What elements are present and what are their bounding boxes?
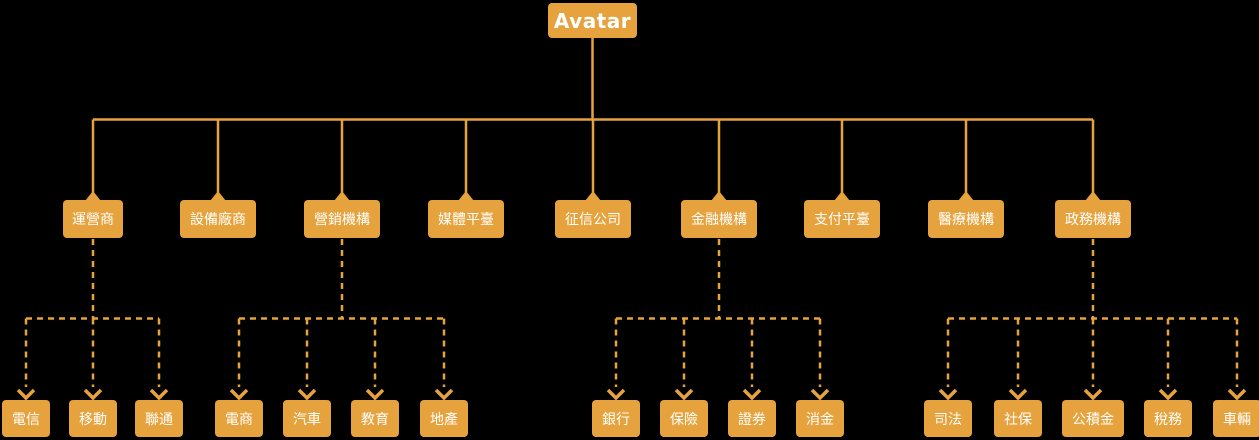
leaf-node-automotive[interactable]: 汽車: [283, 400, 331, 437]
leaf-node-tax[interactable]: 稅務: [1144, 400, 1192, 437]
leaf-node-telecom[interactable]: 電信: [2, 400, 50, 437]
l2-node-marketing-agency[interactable]: 營銷機構: [304, 200, 380, 238]
arrowheads: [16, 388, 1247, 401]
l2-node-financial-institution[interactable]: 金融機構: [681, 200, 757, 238]
leaf-node-bank[interactable]: 銀行: [592, 400, 640, 437]
leaf-node-social-security[interactable]: 社保: [994, 400, 1042, 437]
solid-connectors: [91, 37, 1095, 196]
leaf-node-consumer-finance[interactable]: 消金: [796, 400, 844, 437]
leaf-node-provident-fund[interactable]: 公積金: [1062, 400, 1124, 437]
l2-node-medical-institution[interactable]: 醫療機構: [928, 200, 1004, 238]
dashed-connectors: [24, 239, 1239, 387]
leaf-node-education[interactable]: 教育: [351, 400, 399, 437]
root-node-avatar[interactable]: Avatar: [548, 3, 637, 38]
l2-node-media-platform[interactable]: 媒體平臺: [428, 200, 504, 238]
leaf-node-securities[interactable]: 證券: [728, 400, 776, 437]
leaf-node-vehicle[interactable]: 車輛: [1213, 400, 1259, 437]
l2-node-government-agency[interactable]: 政務機構: [1055, 200, 1131, 238]
l2-node-equipment-vendor[interactable]: 設備廠商: [180, 200, 256, 238]
l2-node-carrier[interactable]: 運營商: [63, 200, 123, 238]
leaf-node-unicom[interactable]: 聯通: [135, 400, 183, 437]
leaf-node-ecommerce[interactable]: 電商: [215, 400, 263, 437]
leaf-node-real-estate[interactable]: 地產: [420, 400, 468, 437]
l2-node-credit-bureau[interactable]: 征信公司: [555, 200, 631, 238]
leaf-node-judiciary[interactable]: 司法: [924, 400, 972, 437]
leaf-node-insurance[interactable]: 保險: [660, 400, 708, 437]
leaf-node-mobile[interactable]: 移動: [69, 400, 117, 437]
l2-node-payment-platform[interactable]: 支付平臺: [804, 200, 880, 238]
